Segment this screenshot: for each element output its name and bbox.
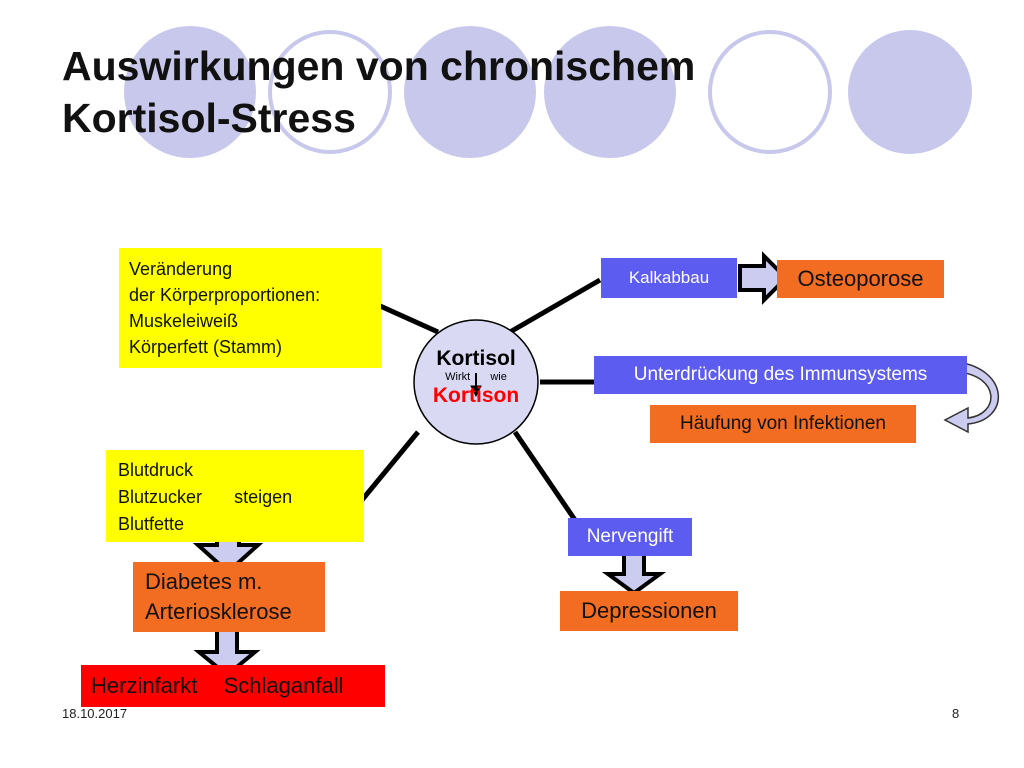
blood-line-3: Blutfette — [118, 514, 185, 534]
immun-box: Unterdrückung des Immunsystems — [594, 356, 967, 394]
diabetes-box: Diabetes m. Arteriosklerose — [133, 562, 325, 632]
slide-title: Auswirkungen von chronischem Kortisol-St… — [62, 40, 695, 144]
center-middle-right: wie — [490, 371, 507, 383]
osteoporose-label: Osteoporose — [797, 266, 924, 291]
nervengift-label: Nervengift — [586, 526, 674, 547]
title-line-2: Kortisol-Stress — [62, 95, 356, 141]
center-middle-left: Wirkt — [445, 371, 471, 383]
kalkabbau-box: Kalkabbau — [601, 258, 737, 298]
proportions-line-1: Veränderung — [129, 259, 233, 279]
footer-page-number: 8 — [952, 706, 960, 721]
heart-left: Herzinfarkt — [91, 673, 198, 698]
blood-line-2-right: steigen — [234, 487, 293, 507]
proportions-box: Veränderung der Körperproportionen: Musk… — [119, 248, 381, 368]
diabetes-line-2: Arteriosklerose — [145, 599, 292, 624]
kalkabbau-label: Kalkabbau — [628, 268, 710, 287]
title-line-1: Auswirkungen von chronischem — [62, 43, 696, 89]
down-arrow-nerven-to-depression — [601, 551, 667, 596]
center-top: Kortisol — [436, 347, 516, 370]
infektionen-label: Häufung von Infektionen — [680, 413, 886, 434]
heart-right: Schlaganfall — [223, 673, 344, 698]
proportions-line-2: der Körperproportionen: — [129, 285, 321, 305]
center-bottom: Kortison — [432, 384, 520, 407]
down-arrow-diabetes-to-heart — [193, 626, 261, 678]
depressionen-label: Depressionen — [581, 598, 717, 623]
proportions-line-4: Körperfett (Stamm) — [129, 337, 283, 357]
footer-date: 18.10.2017 — [62, 706, 128, 721]
blood-values-box: Blutdruck Blutzucker steigen Blutfette — [106, 450, 364, 542]
proportions-line-3: Muskeleiweiß — [129, 311, 239, 331]
immun-label: Unterdrückung des Immunsystems — [633, 364, 928, 385]
infektionen-box: Häufung von Infektionen — [650, 405, 916, 443]
blood-line-1: Blutdruck — [118, 460, 194, 480]
center-label: Kortisol Wirkt wie Kortison — [414, 347, 538, 409]
blood-line-2-left: Blutzucker — [118, 487, 203, 507]
blood-line-2: Blutzucker steigen — [118, 484, 352, 511]
diabetes-line-1: Diabetes m. — [145, 569, 263, 594]
heart-box: Herzinfarkt Schlaganfall — [81, 665, 385, 707]
decorative-circles — [124, 26, 972, 158]
osteoporose-box: Osteoporose — [777, 260, 944, 298]
nervengift-box: Nervengift — [568, 518, 692, 556]
depressionen-box: Depressionen — [560, 591, 738, 631]
center-middle: Wirkt wie — [414, 371, 538, 383]
right-arrow-kalk-to-osteo — [738, 251, 789, 305]
curved-arrow-immun-to-infektionen — [943, 361, 1000, 434]
connector-lines — [360, 277, 602, 522]
